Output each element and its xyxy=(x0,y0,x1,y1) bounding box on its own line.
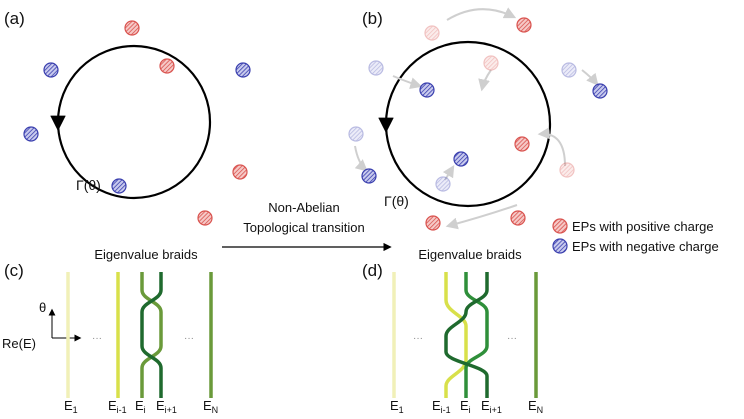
ep-markers-b xyxy=(348,17,608,231)
negative-ep-icon xyxy=(235,62,251,78)
strand-labels-c: E1 Ei-1 Ei Ei+1 EN xyxy=(64,398,218,415)
legend-negative-icon xyxy=(552,238,568,254)
transition: Non-Abelian Topological transition xyxy=(222,200,392,252)
strand-label: Ei xyxy=(135,398,146,415)
transition-line1: Non-Abelian xyxy=(268,200,340,215)
positive-ep-icon xyxy=(425,215,441,231)
panel-c-title: Eigenvalue braids xyxy=(94,247,198,262)
ep-markers-a xyxy=(23,20,251,226)
positive-ep-icon xyxy=(559,162,575,178)
panel-a: (a) Γ(θ) xyxy=(4,9,251,226)
curved-arrow-icon xyxy=(445,204,518,230)
curved-arrow-icon xyxy=(392,75,423,89)
legend-positive-label: EPs with positive charge xyxy=(572,219,714,234)
transition-line2: Topological transition xyxy=(243,220,364,235)
panel-d-title: Eigenvalue braids xyxy=(418,247,522,262)
strand-label: Ei+1 xyxy=(481,398,502,415)
curved-arrow-icon xyxy=(478,69,492,92)
positive-ep-icon xyxy=(516,17,532,33)
theta-axis-label: θ xyxy=(39,300,46,315)
legend-positive-icon xyxy=(552,218,568,234)
braid-strand xyxy=(444,272,489,398)
curved-arrow-icon xyxy=(354,145,368,172)
curved-arrow-icon xyxy=(446,7,517,21)
panel-b: (b) Γ(θ) xyxy=(348,7,608,231)
braid-d xyxy=(392,272,538,398)
positive-ep-icon xyxy=(424,25,440,41)
positive-ep-icon xyxy=(197,210,213,226)
ellipsis-right-d: ··· xyxy=(507,333,517,344)
positive-ep-icon xyxy=(159,58,175,74)
positive-ep-icon xyxy=(232,164,248,180)
loop-gamma-a xyxy=(56,44,212,200)
strand-label: Ei-1 xyxy=(432,398,451,415)
panel-b-label: (b) xyxy=(362,9,383,28)
panel-d: (d) Eigenvalue braids ··· ··· E1 Ei-1 Ei… xyxy=(362,247,543,415)
braid-c xyxy=(66,272,213,398)
curved-arrow-icon xyxy=(442,164,455,181)
panel-c-label: (c) xyxy=(4,261,24,280)
braid-strand xyxy=(140,272,163,398)
negative-ep-icon xyxy=(361,168,377,184)
negative-ep-icon xyxy=(453,151,469,167)
positive-ep-icon xyxy=(483,55,499,71)
positive-ep-icon xyxy=(514,136,530,152)
negative-ep-icon xyxy=(419,82,435,98)
panel-a-label: (a) xyxy=(4,9,25,28)
strand-label: EN xyxy=(203,398,218,415)
strand-label: EN xyxy=(528,398,543,415)
motion-arrows-b xyxy=(354,7,599,230)
negative-ep-icon xyxy=(435,176,451,192)
strand-label: E1 xyxy=(390,398,404,415)
positive-ep-icon xyxy=(124,20,140,36)
loop-gamma-b xyxy=(384,40,552,208)
curved-arrow-icon xyxy=(581,69,599,86)
loop-label-b: Γ(θ) xyxy=(384,193,409,209)
curved-arrow-icon xyxy=(537,127,566,167)
ellipsis-right-c: ··· xyxy=(184,333,194,344)
ellipsis-left-c: ··· xyxy=(92,333,102,344)
strand-label: Ei+1 xyxy=(156,398,177,415)
legend: EPs with positive charge EPs with negati… xyxy=(552,218,719,254)
strand-label: Ei-1 xyxy=(108,398,127,415)
negative-ep-icon xyxy=(111,178,127,194)
negative-ep-icon xyxy=(592,83,608,99)
braid-strand xyxy=(140,272,163,398)
strand-label: E1 xyxy=(64,398,78,415)
braid-strand xyxy=(444,272,468,398)
re-axis-label: Re(E) xyxy=(2,336,36,351)
negative-ep-icon xyxy=(348,126,364,142)
loop-label-a: Γ(θ) xyxy=(76,177,101,193)
braid-strand xyxy=(464,272,489,398)
negative-ep-icon xyxy=(43,62,59,78)
panel-d-label: (d) xyxy=(362,261,383,280)
strand-label: Ei xyxy=(460,398,471,415)
negative-ep-icon xyxy=(368,60,384,76)
legend-negative-label: EPs with negative charge xyxy=(572,239,719,254)
strand-labels-d: E1 Ei-1 Ei Ei+1 EN xyxy=(390,398,543,415)
negative-ep-icon xyxy=(561,62,577,78)
ellipsis-left-d: ··· xyxy=(413,333,423,344)
negative-ep-icon xyxy=(23,126,39,142)
panel-c: (c) Eigenvalue braids θ Re(E) ··· ··· E1… xyxy=(2,247,218,415)
positive-ep-icon xyxy=(510,210,526,226)
